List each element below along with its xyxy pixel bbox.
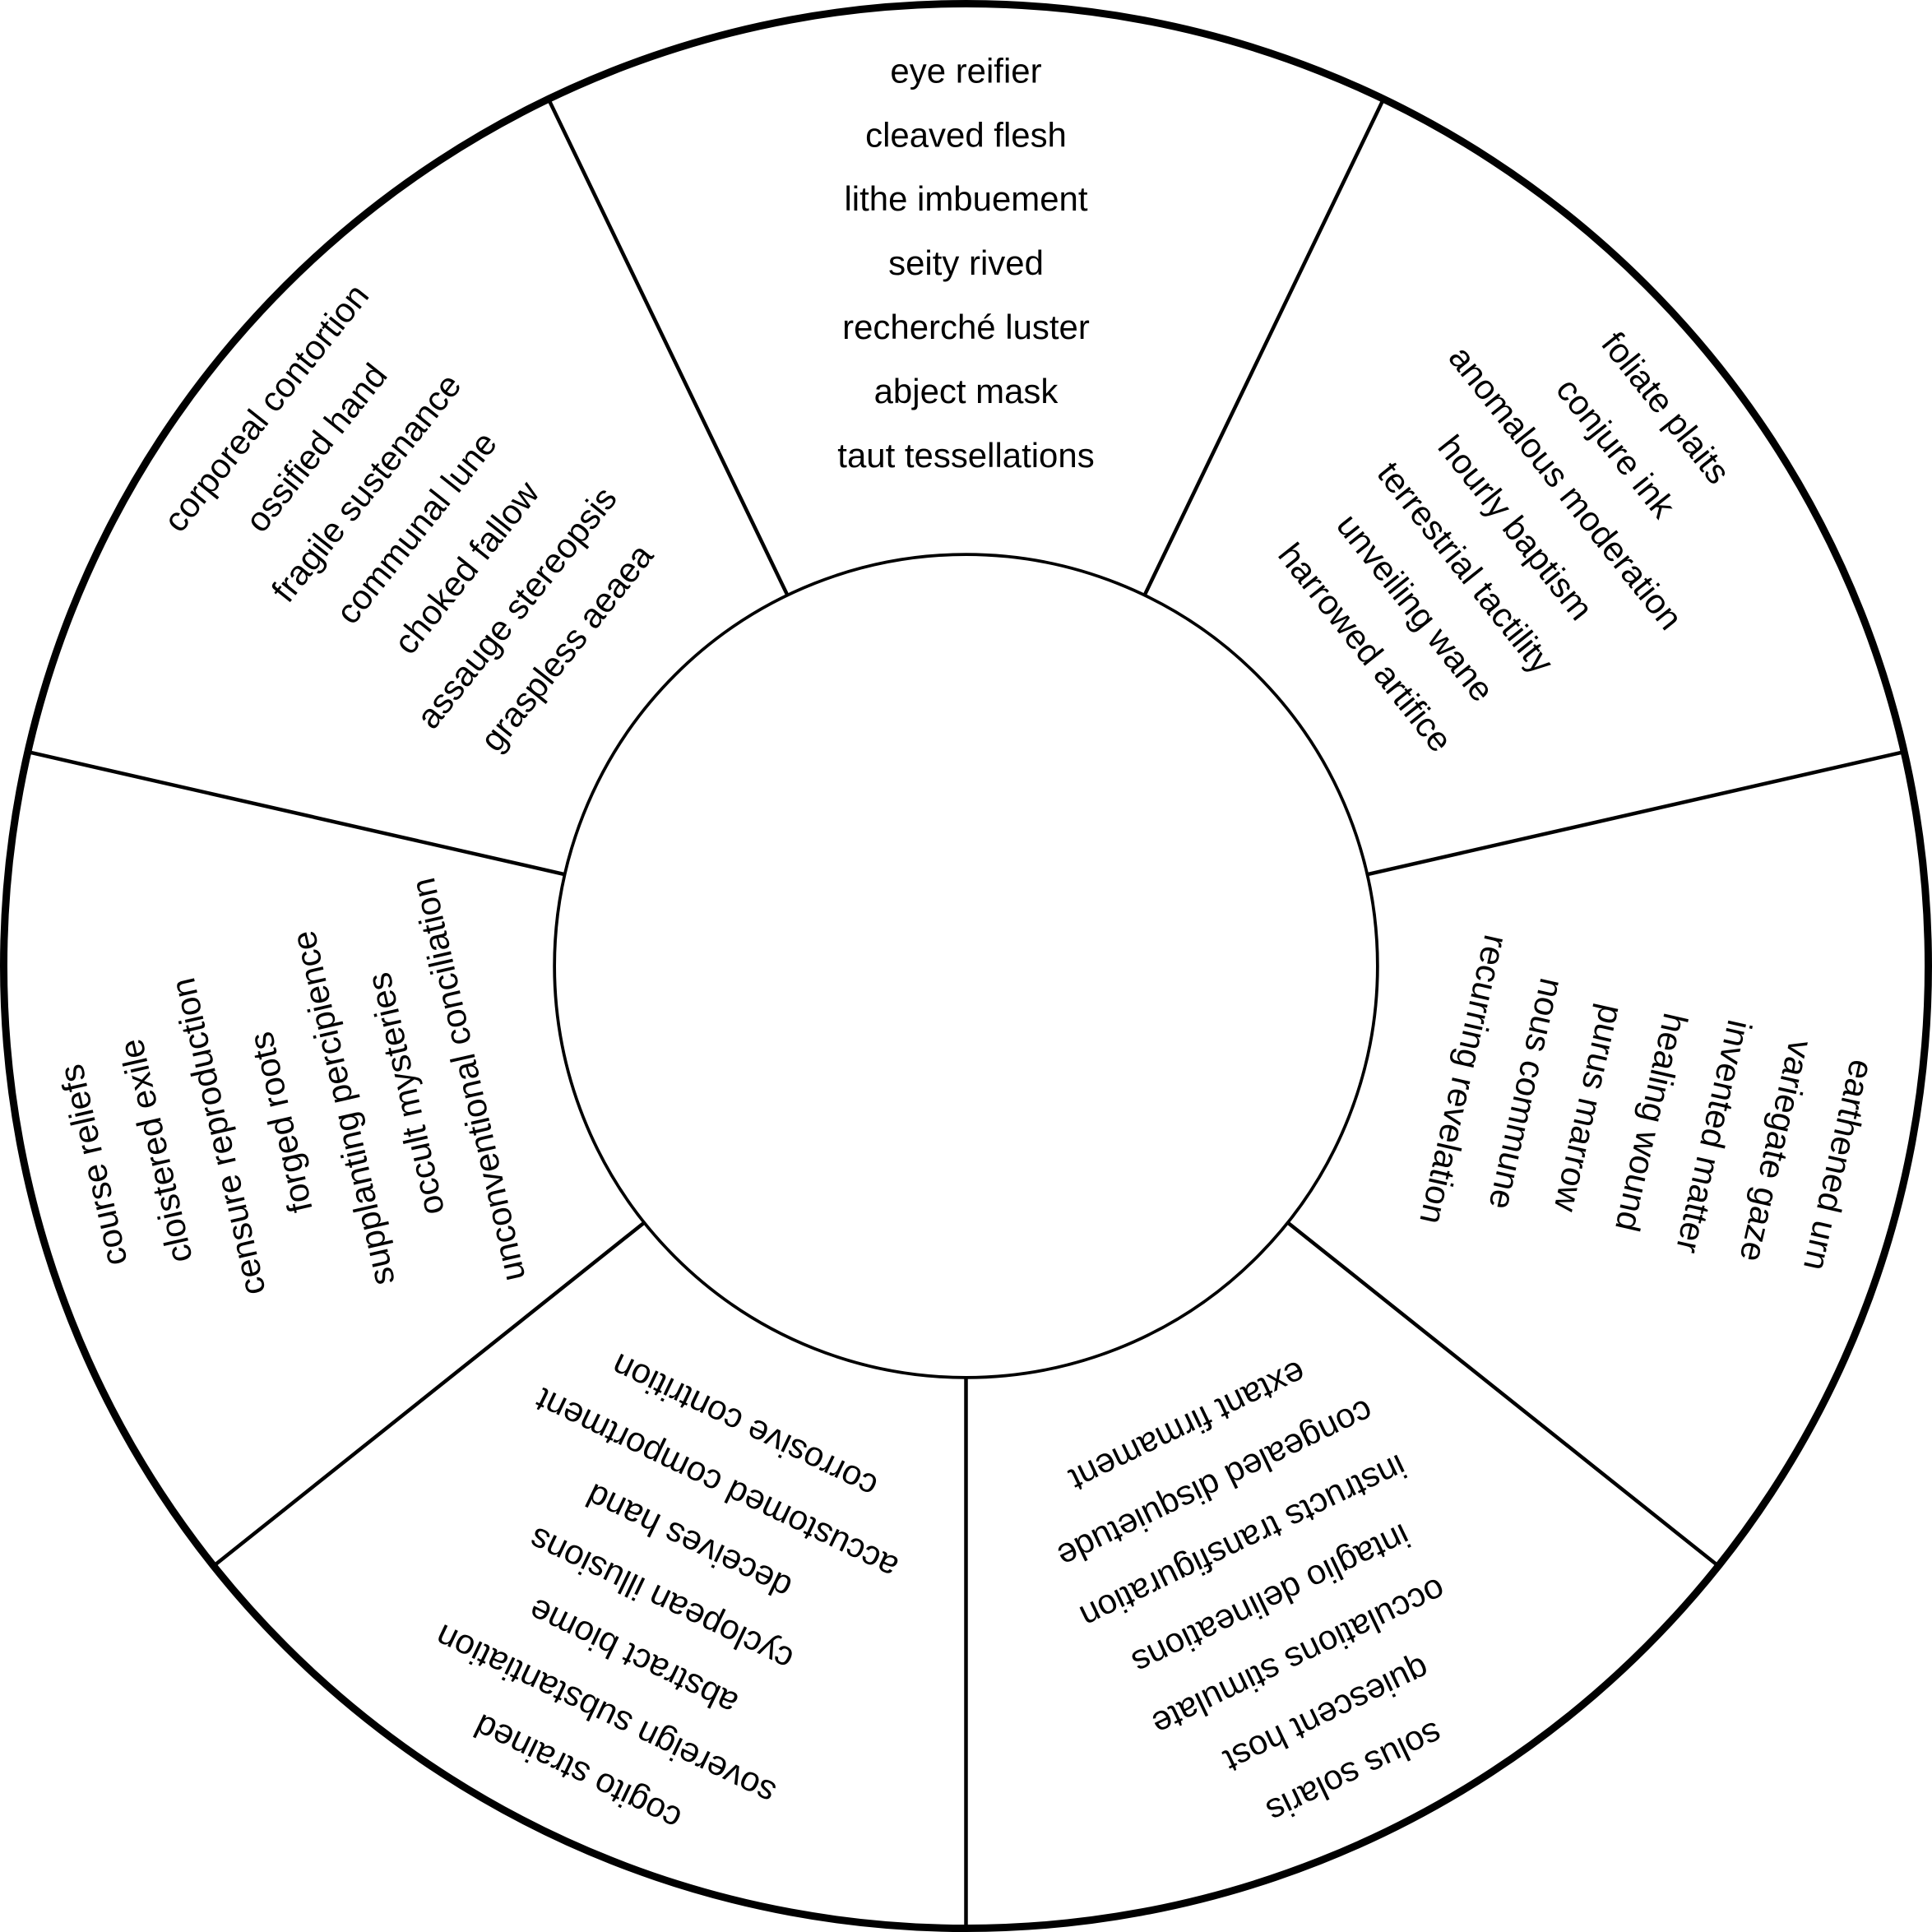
segment-divider — [1286, 1221, 1719, 1567]
segment-label: seity rived — [888, 243, 1044, 282]
segment-divider — [1142, 99, 1385, 596]
segment-dividers — [28, 99, 1904, 1928]
segment-divider — [28, 750, 566, 877]
segment-label: taut tessellations — [837, 436, 1094, 475]
segment-divider — [547, 99, 790, 596]
segment-label: forged roots — [241, 1028, 320, 1216]
segment-label: cleaved flesh — [865, 115, 1067, 154]
segment-1: eye reifier cleaved flesh lithe imbuement s… — [837, 51, 1094, 474]
segment-label: unconventional conciliation — [403, 874, 532, 1285]
segment-label: eye reifier — [890, 51, 1041, 90]
segment-label: lithe imbuement — [844, 179, 1087, 218]
segment-label: recherché luster — [842, 308, 1090, 346]
segment-label: abject mask — [874, 372, 1059, 410]
inner-circle — [553, 553, 1379, 1379]
segment-divider — [1366, 750, 1904, 877]
segment-divider — [213, 1221, 646, 1567]
